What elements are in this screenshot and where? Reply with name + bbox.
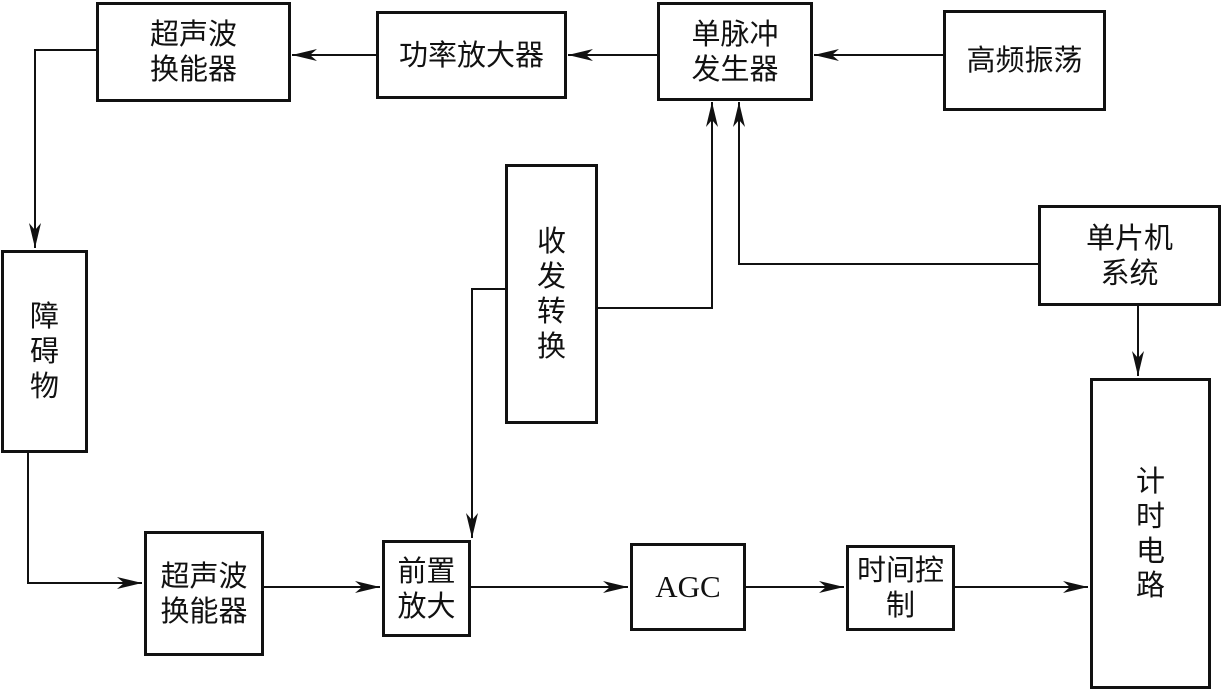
block-label-line: 单片机 [1085,220,1173,255]
arrow-mcu-to-pulse-gen [733,102,1038,265]
block-label-char: 计 [1135,463,1165,498]
block-label-char: 转 [536,294,566,328]
block-label-line: 功率放大器 [398,37,544,72]
arrow-transducer-tx-to-obstacle [29,49,96,248]
block-time-control: 时间控制 [846,545,955,631]
block-timing-circuit: 计 时 电 路 [1090,378,1211,689]
block-single-pulse-generator: 单脉冲 发生器 [657,2,813,101]
block-label-char: 障 [29,299,59,334]
block-label-line: 单脉冲 [691,16,779,51]
block-tx-rx-switch: 收 发 转 换 [505,164,598,424]
arrow-obstacle-to-transducer-rx [27,452,142,589]
arrow-trx-switch-to-preamp [466,288,505,538]
block-preamplifier: 前置放大 [382,540,471,637]
block-ultrasonic-transducer-rx: 超声波 换能器 [144,531,264,656]
block-label-char: 路 [1135,568,1165,603]
block-label-line: 超声波 [160,558,248,593]
block-label-line: AGC [655,569,721,605]
block-label-line: 超声波 [149,17,237,52]
block-high-frequency-oscillator: 高频振荡 [943,10,1106,111]
block-label-line: 高频振荡 [966,43,1083,78]
block-label-char: 发 [536,259,566,294]
block-microcontroller-system: 单片机 系统 [1038,205,1221,306]
block-label-char: 碍 [29,334,59,369]
block-label-char: 换 [536,328,566,363]
block-obstacle: 障 碍 物 [1,250,88,453]
block-label-line: 发生器 [691,51,779,86]
block-label-line: 时间控制 [856,553,944,622]
block-label-char: 电 [1135,533,1165,568]
block-label-char: 物 [29,368,59,403]
block-label-char: 收 [536,224,566,259]
block-label-line: 前置放大 [397,553,456,623]
block-power-amplifier: 功率放大器 [376,11,567,99]
block-label-line: 系统 [1100,255,1159,290]
block-label-line: 换能器 [149,52,237,86]
arrow-trx-switch-to-pulse-gen [597,102,718,309]
block-agc: AGC [630,543,746,631]
block-label-line: 换能器 [160,593,248,628]
block-ultrasonic-transducer-tx: 超声波 换能器 [96,2,291,102]
block-label-char: 时 [1135,498,1165,533]
